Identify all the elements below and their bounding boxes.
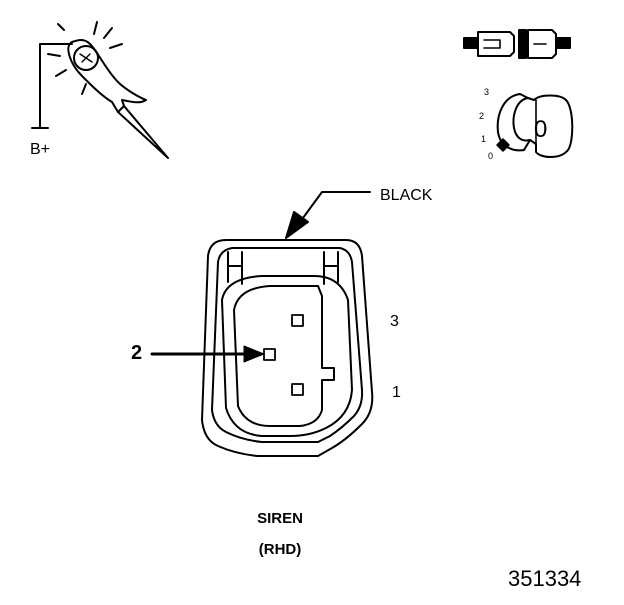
test-light-icon [31,21,169,159]
ignition-position-1: 1 [481,134,487,144]
ignition-position-2: 2 [479,111,485,121]
figure-number: 351334 [508,566,582,591]
pin2-callout-arrow [150,345,265,363]
diagram-title: SIREN [257,510,303,527]
ignition-position-3: 3 [484,87,490,97]
disconnected-connector-icon [463,29,571,59]
color-leader-arrow [285,191,371,239]
pin-1-label: 1 [392,384,401,401]
supply-label: B+ [30,141,51,158]
pin-2-label: 2 [131,342,143,364]
connector-face [201,239,374,457]
terminal-cavity-1 [291,383,304,396]
diagram-subtitle: (RHD) [258,541,302,558]
pin-3-label: 3 [390,313,399,330]
connector-color-label: BLACK [380,187,433,204]
terminal-cavity-2 [263,348,276,361]
ignition-position-0: 0 [488,151,494,161]
ignition-key-icon [496,93,574,158]
ignition-key-label: 0 [534,116,548,143]
terminal-cavity-3 [291,314,304,327]
